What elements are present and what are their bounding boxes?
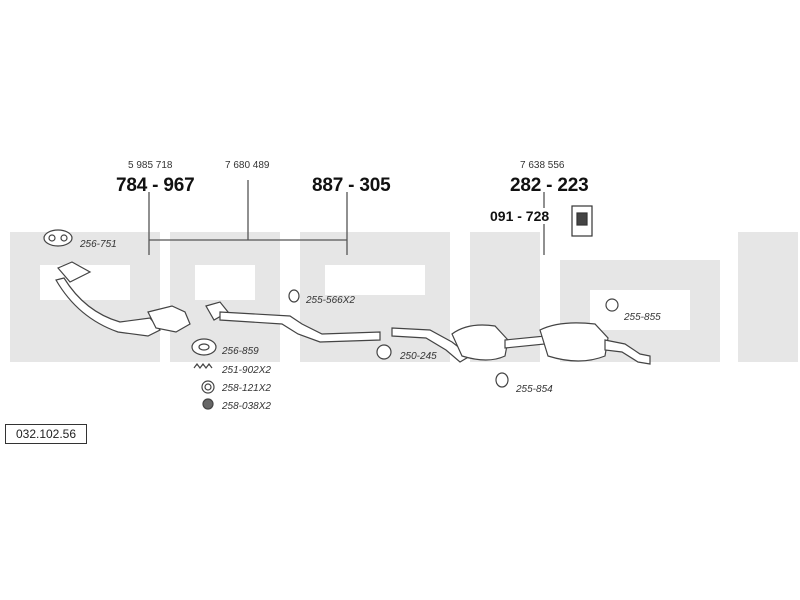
group-4-code: 7 638 556: [520, 160, 565, 171]
rubber-mount-icon: [571, 205, 593, 237]
part-icons: [191, 298, 619, 410]
group-3-part-number: 887 - 305: [312, 175, 391, 196]
part-label-255-854: 255-854: [516, 384, 553, 395]
part-label-250-245: 250-245: [400, 351, 437, 362]
diagram-reference-number: 032.102.56: [5, 424, 87, 444]
part-label-258-038: 258-038X2: [222, 401, 271, 412]
grouping-lines: [148, 180, 545, 255]
part-label-255-855: 255-855: [624, 312, 661, 323]
group-1-code: 5 985 718: [128, 160, 173, 171]
mount-part-number: 091 - 728: [490, 208, 550, 224]
group-4-part-number: 282 - 223: [510, 175, 589, 196]
group-1-part-number: 784 - 967: [116, 175, 195, 196]
part-label-256-859: 256-859: [222, 346, 259, 357]
part-label-255-566: 255-566X2: [306, 295, 355, 306]
part-label-258-121: 258-121X2: [222, 383, 271, 394]
rear-pipe: [391, 322, 651, 365]
part-label-256-751: 256-751: [80, 239, 117, 250]
front-pipe: [43, 229, 191, 337]
middle-pipe: [205, 289, 381, 343]
group-2-code: 7 680 489: [225, 160, 270, 171]
part-label-251-902: 251-902X2: [222, 365, 271, 376]
